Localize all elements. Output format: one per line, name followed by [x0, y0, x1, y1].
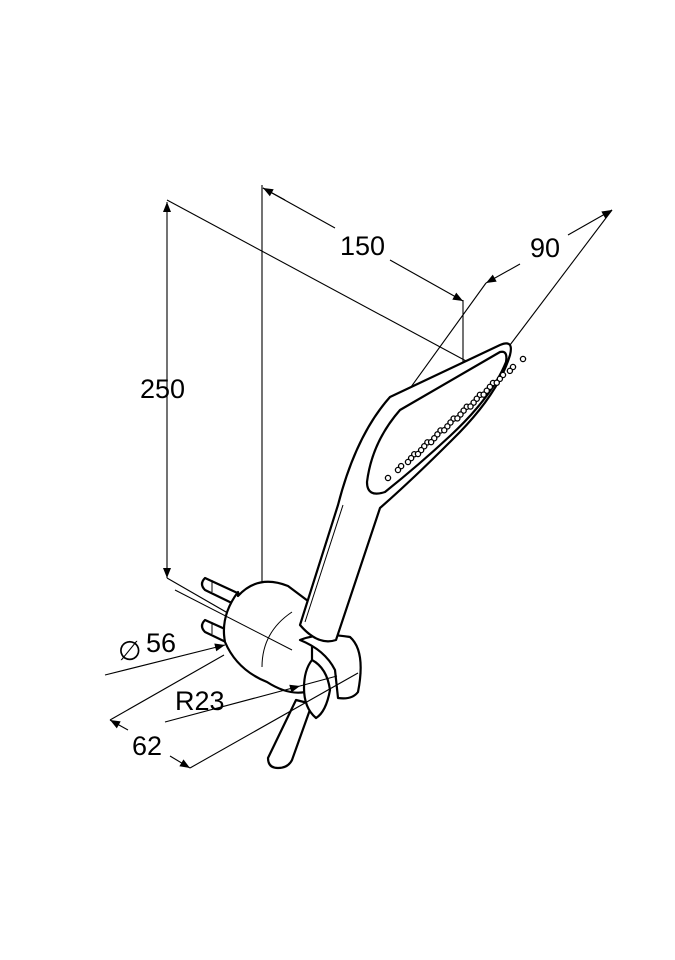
nozzle — [440, 426, 448, 434]
label-150: 150 — [340, 231, 385, 261]
dimension-diameter-56: ∅ 56 — [104, 628, 226, 676]
shower-head-face — [365, 350, 527, 495]
label-r23: R23 — [175, 686, 225, 716]
nozzle — [506, 367, 514, 375]
nozzle — [427, 438, 435, 446]
dimension-radius-r23: R23 — [164, 675, 338, 723]
dimension-depth-62: 62 — [109, 654, 359, 769]
spray-nozzles — [384, 355, 527, 482]
dimension-head-width-90: 90 — [397, 209, 613, 406]
wall-holder — [174, 580, 362, 720]
nozzle — [467, 403, 474, 410]
holder-lever — [266, 698, 314, 770]
nozzle — [480, 391, 487, 398]
nozzle — [384, 474, 392, 482]
label-62: 62 — [132, 731, 162, 761]
label-90: 90 — [530, 233, 560, 263]
nozzle — [493, 379, 500, 386]
dimension-depth-150: 150 — [261, 185, 464, 590]
nozzle — [519, 355, 527, 363]
nozzle — [454, 415, 461, 422]
nozzle — [404, 458, 412, 466]
nozzle — [394, 466, 402, 474]
label-250: 250 — [140, 374, 185, 404]
nozzle — [414, 450, 422, 458]
diameter-symbol: ∅ — [118, 636, 142, 666]
dimension-height-250: 250 — [140, 199, 469, 651]
label-56: 56 — [146, 628, 176, 658]
